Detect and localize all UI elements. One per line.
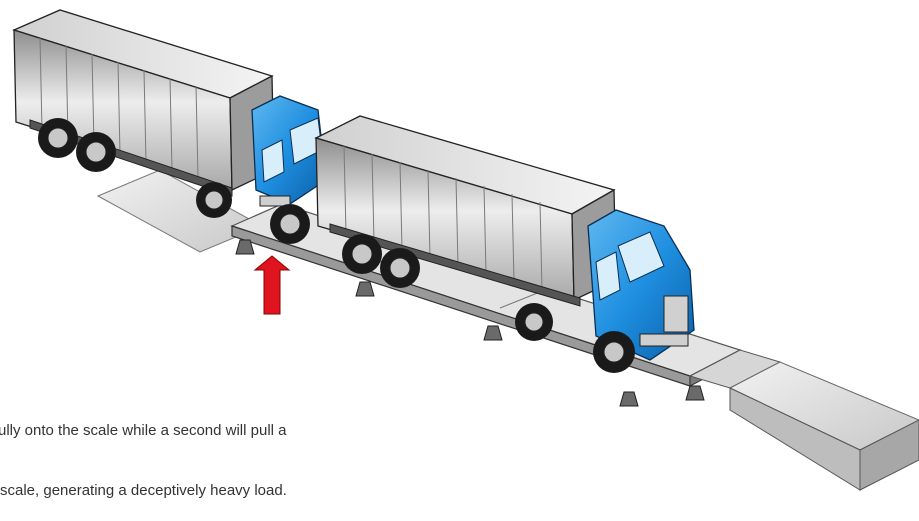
exit-ramp bbox=[690, 350, 919, 490]
front-truck bbox=[316, 116, 694, 373]
caption-line-1: ully onto the scale while a second will … bbox=[0, 421, 287, 441]
caption-line-2: scale, generating a deceptively heavy lo… bbox=[0, 481, 287, 501]
front-grille bbox=[664, 296, 688, 332]
caption-text: ully onto the scale while a second will … bbox=[0, 381, 287, 521]
red-upward-arrow-icon bbox=[255, 256, 289, 314]
rear-truck-cab bbox=[252, 96, 326, 206]
